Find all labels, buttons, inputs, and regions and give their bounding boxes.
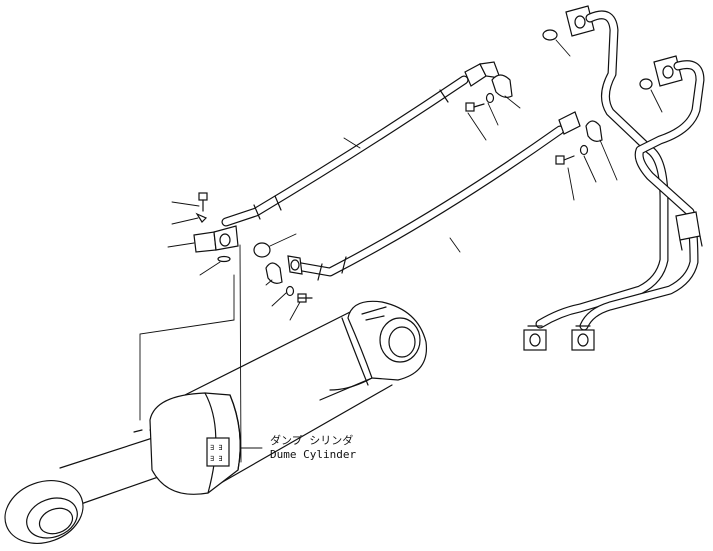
lower-clamp-set: [555, 120, 618, 201]
cylinder-marking-top: ∃ ∃: [210, 444, 223, 452]
pipe-flange-bottom-b: [571, 325, 595, 351]
bolt-icon: [198, 192, 208, 212]
cylinder-barrel: [174, 302, 393, 493]
split-flange-icon: [265, 262, 283, 284]
rod-end-eye: [4, 480, 84, 544]
elbow-flange-icon: [193, 225, 239, 253]
left-lower-clamp-set: [265, 262, 313, 321]
cylinder-caption: ダンプ シリンダ Dume Cylinder: [239, 433, 356, 461]
washer-icon: [579, 144, 589, 156]
caption-japanese: ダンプ シリンダ: [270, 433, 353, 447]
cylinder-bottom-eye: [347, 300, 428, 381]
left-fitting-set: [167, 192, 239, 276]
washer-icon: [195, 212, 208, 223]
bolt-icon: [555, 155, 575, 165]
o-ring-icon: [542, 29, 558, 41]
dump-cylinder: ∃ ∃ ∃ ∃: [4, 300, 428, 544]
pipe-flange-top-a: [565, 5, 595, 37]
seal-rings: [253, 29, 663, 258]
washer-icon: [285, 285, 295, 297]
o-ring-icon: [217, 255, 231, 263]
upper-hose: [221, 61, 501, 227]
cylinder-marking-bottom: ∃ ∃: [210, 455, 223, 463]
pipe-flange-bottom-a: [523, 325, 547, 351]
bolt-icon: [465, 102, 485, 112]
washer-icon: [485, 92, 495, 104]
leader-boundary: [139, 244, 242, 463]
bolt-icon: [297, 293, 313, 303]
lower-hose: [287, 111, 581, 281]
split-flange-icon: [491, 74, 513, 98]
split-flange-icon: [585, 120, 603, 142]
steel-pipe-set: [523, 5, 705, 351]
pipe-flange-top-b: [653, 55, 683, 87]
o-ring-icon: [639, 78, 653, 90]
o-ring-icon: [253, 242, 271, 258]
caption-english: Dume Cylinder: [270, 448, 356, 461]
cylinder-head-cap: ∃ ∃ ∃ ∃: [133, 392, 241, 495]
pipe-clamp-block: [675, 211, 703, 251]
upper-clamp-set: [465, 74, 521, 141]
